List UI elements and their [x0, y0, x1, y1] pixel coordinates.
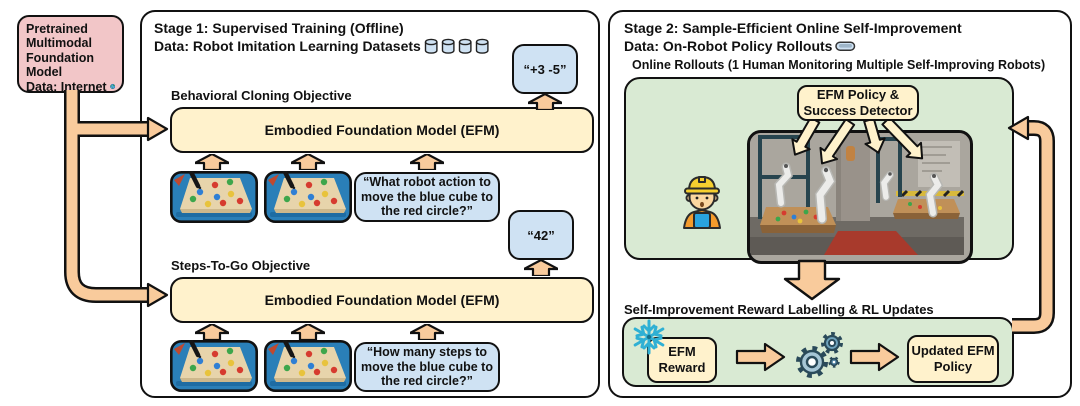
stage1-title: Stage 1: Supervised Training (Offline): [154, 20, 404, 36]
robot-workspace-image: [264, 340, 352, 392]
stage2-data-label: Data: On-Robot Policy Rollouts: [624, 38, 833, 54]
efm-label: Embodied Foundation Model (EFM): [264, 122, 500, 138]
disk-icon: [835, 41, 856, 51]
bc-output-box: “+3 -5”: [512, 44, 578, 94]
database-icon: [424, 38, 438, 54]
stage1-panel: Stage 1: Supervised Training (Offline) D…: [140, 10, 600, 398]
snowflake-icon: [633, 319, 665, 355]
online-rollouts-label: Online Rollouts (1 Human Monitoring Mult…: [632, 58, 1046, 72]
bc-output-text: “+3 -5”: [523, 61, 567, 77]
stage2-title: Stage 2: Sample-Efficient Online Self-Im…: [624, 20, 962, 36]
stg-output-box: “42”: [508, 210, 574, 260]
database-icon: [441, 38, 455, 54]
up-arrow-icon: [410, 324, 444, 340]
self-improvement-label: Self-Improvement Reward Labelling & RL U…: [624, 302, 934, 317]
bc-question-text: “What robot action to move the blue cube…: [361, 174, 493, 219]
robot-workspace-image: [264, 171, 352, 223]
database-icon: [458, 38, 472, 54]
pretrained-model-box: Pretrained Multimodal Foundation Model D…: [17, 15, 124, 94]
bc-question-box: “What robot action to move the blue cube…: [354, 172, 500, 222]
pretrained-data-label: Data: Internet: [26, 79, 107, 94]
updated-policy-box: Updated EFM Policy: [907, 335, 999, 383]
stg-question-box: “How many steps to move the blue cube to…: [354, 342, 500, 392]
robot-lab-photo: [747, 130, 973, 264]
up-arrow-icon: [291, 324, 325, 340]
efm-reward-box: EFM Reward: [647, 337, 717, 383]
globe-icon: [109, 83, 115, 90]
behavioral-cloning-label: Behavioral Cloning Objective: [171, 88, 352, 103]
efm-label: Embodied Foundation Model (EFM): [264, 292, 500, 308]
efm-box-steps-to-go: Embodied Foundation Model (EFM): [170, 277, 594, 323]
construction-worker-icon: [683, 176, 721, 229]
pretrained-model-title: Pretrained Multimodal Foundation Model: [26, 22, 95, 80]
robot-workspace-image: [170, 171, 258, 223]
stage1-data-label: Data: Robot Imitation Learning Datasets: [154, 38, 421, 54]
stage2-panel: Stage 2: Sample-Efficient Online Self-Im…: [608, 10, 1072, 398]
efm-policy-box: EFM Policy & Success Detector: [797, 85, 919, 121]
up-arrow-icon: [291, 154, 325, 170]
efm-reward-text: EFM Reward: [658, 343, 706, 375]
updated-policy-text: Updated EFM Policy: [911, 342, 995, 374]
efm-policy-text: EFM Policy & Success Detector: [803, 86, 913, 118]
up-arrow-icon: [195, 324, 229, 340]
up-arrow-icon: [195, 154, 229, 170]
robot-workspace-image: [170, 340, 258, 392]
gears-icon: [796, 332, 843, 378]
stg-output-text: “42”: [527, 227, 555, 243]
up-arrow-icon: [410, 154, 444, 170]
dataset-icons: [424, 38, 490, 55]
efm-box-behavioral-cloning: Embodied Foundation Model (EFM): [170, 107, 594, 153]
database-icon: [475, 38, 489, 54]
stg-question-text: “How many steps to move the blue cube to…: [361, 344, 493, 389]
up-arrow-icon: [524, 260, 558, 276]
up-arrow-icon: [528, 94, 562, 110]
steps-to-go-label: Steps-To-Go Objective: [171, 258, 311, 273]
